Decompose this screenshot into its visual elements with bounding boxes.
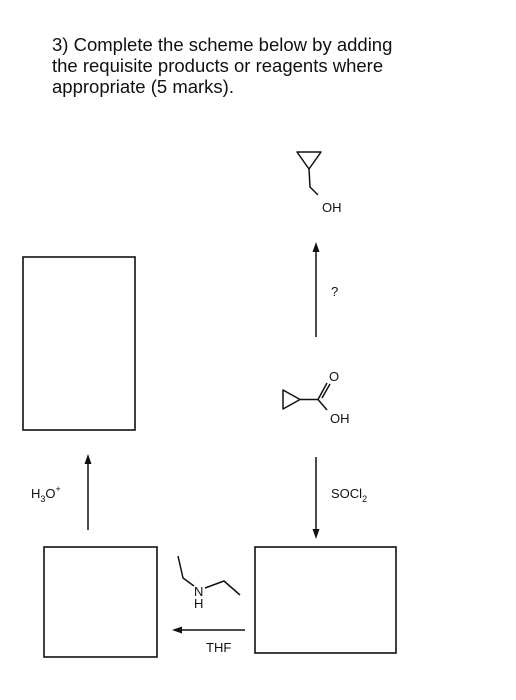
question-line-3: appropriate (5 marks).: [52, 76, 234, 97]
carbonyl-o-label: O: [329, 369, 339, 384]
cyclopropanecarboxylic-acid-structure: [282, 382, 331, 411]
arrow-reduction: [312, 242, 320, 337]
cyclopropylmethanol-structure: [296, 151, 322, 196]
socl2-reagent: SOCl2: [331, 486, 367, 504]
arrow-amide-formation: [172, 626, 245, 634]
product-box-bottom-right[interactable]: [254, 546, 397, 654]
arrow-hydrolysis: [84, 454, 92, 530]
question-line-1: 3) Complete the scheme below by adding: [52, 34, 393, 55]
acid-oh-label: OH: [330, 411, 350, 426]
arrow-socl2: [312, 457, 320, 539]
diethylamine-structure: [177, 555, 241, 596]
cyclopropylmethanol-oh-label: OH: [322, 200, 342, 215]
diethylamine-n-label: N: [194, 584, 203, 599]
diethylamine-h-label: H: [194, 596, 203, 611]
question-line-2: the requisite products or reagents where: [52, 55, 384, 76]
question-text: 3) Complete the scheme below by adding t…: [52, 34, 492, 97]
hydronium-reagent: H3O+: [31, 484, 61, 504]
reduction-reagent-unknown: ?: [331, 284, 338, 299]
thf-solvent: THF: [206, 640, 231, 655]
product-box-top-left[interactable]: [22, 256, 136, 431]
product-box-bottom-left[interactable]: [43, 546, 158, 658]
